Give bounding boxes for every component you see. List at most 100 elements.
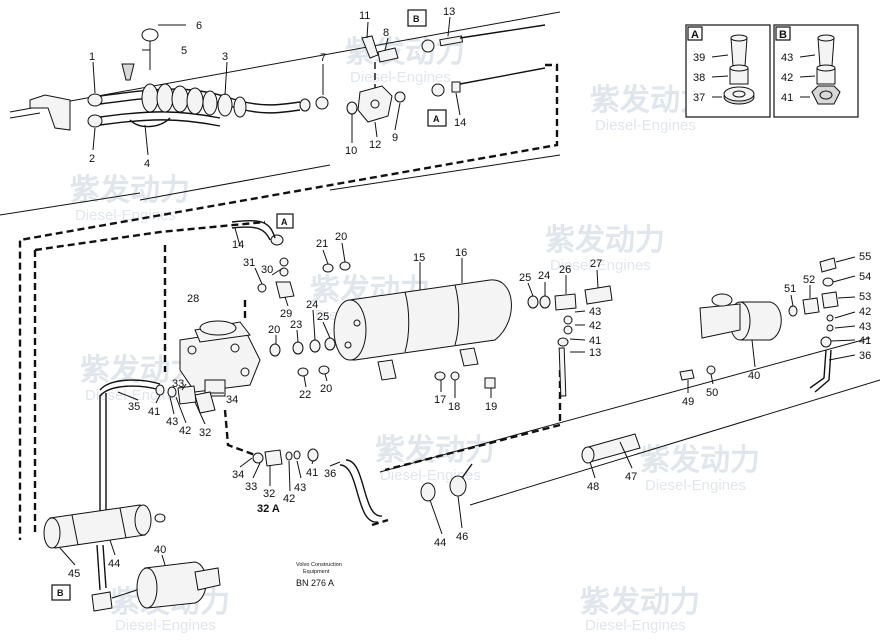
part-label: 16 bbox=[455, 247, 467, 259]
part-label: 53 bbox=[859, 291, 871, 303]
part-label: 23 bbox=[290, 319, 302, 331]
part-label: 39 bbox=[693, 52, 705, 64]
part-label: 43 bbox=[859, 321, 871, 333]
part-label: 8 bbox=[383, 27, 389, 39]
part-label: 19 bbox=[485, 401, 497, 413]
part-label: 40 bbox=[154, 544, 166, 556]
tank-bracket bbox=[459, 347, 479, 367]
part-label: 4 bbox=[144, 158, 150, 170]
bolt bbox=[434, 371, 446, 381]
detail-box-b: B 43 42 41 bbox=[773, 24, 859, 118]
watermark-cn: 紫发动力 bbox=[545, 223, 665, 258]
watermark-cn: 紫发动力 bbox=[70, 173, 190, 208]
part-label: 12 bbox=[369, 139, 381, 151]
middle-fittings bbox=[231, 219, 613, 397]
reservoir-cap bbox=[711, 293, 733, 307]
brake-chamber bbox=[739, 301, 782, 341]
part-label: 3 bbox=[222, 51, 228, 63]
dashed-hoses bbox=[18, 63, 562, 540]
hose bbox=[99, 119, 221, 127]
part-label: 36 bbox=[324, 468, 336, 480]
dashed-hose bbox=[223, 409, 256, 457]
valve-cover bbox=[199, 320, 237, 336]
elbow-fitting bbox=[177, 385, 197, 405]
part-label: 5 bbox=[181, 45, 187, 57]
hose bbox=[345, 459, 383, 517]
part-label: 38 bbox=[693, 72, 705, 84]
nut bbox=[421, 39, 435, 53]
frame-line bbox=[9, 112, 41, 119]
part-label: 26 bbox=[559, 264, 571, 276]
part-label: 55 bbox=[859, 251, 871, 263]
valve-assembly bbox=[179, 320, 261, 414]
nut bbox=[820, 336, 832, 348]
nut bbox=[431, 83, 445, 97]
left-lower-assembly bbox=[43, 379, 221, 612]
dashed-hose bbox=[34, 220, 266, 252]
detail-box-a: A 39 38 37 bbox=[685, 24, 771, 118]
part-label: 41 bbox=[306, 467, 318, 479]
part-label: 42 bbox=[781, 72, 793, 84]
frame-line bbox=[469, 379, 881, 506]
part-label: 1 bbox=[89, 51, 95, 63]
dashed-hose bbox=[18, 63, 559, 540]
part-label: 2 bbox=[89, 153, 95, 165]
elbow-fitting bbox=[264, 449, 283, 467]
part-label: 24 bbox=[306, 299, 318, 311]
watermark-en: Diesel-Engines bbox=[350, 69, 451, 86]
ref-marker-b bbox=[407, 9, 427, 27]
bolt bbox=[679, 369, 695, 381]
ref-marker-label: A bbox=[281, 217, 288, 227]
tee-fitting bbox=[554, 293, 577, 311]
sleeve bbox=[451, 81, 461, 93]
drawing-number: BN 276 A bbox=[296, 578, 334, 588]
ref-marker-label: B bbox=[413, 14, 420, 24]
part-label: 41 bbox=[589, 335, 601, 347]
washer bbox=[822, 277, 834, 287]
washer bbox=[346, 101, 358, 115]
clamp bbox=[420, 482, 436, 502]
check-valve bbox=[584, 285, 613, 305]
part-label: 15 bbox=[413, 252, 425, 264]
union-fitting bbox=[87, 93, 103, 107]
washer bbox=[450, 371, 460, 381]
part-label: 42 bbox=[859, 306, 871, 318]
pipe bbox=[96, 544, 101, 591]
part-label: 43 bbox=[166, 416, 178, 428]
part-label: 42 bbox=[283, 493, 295, 505]
part-label: 11 bbox=[359, 10, 370, 22]
watermark-en: Diesel-Engines bbox=[380, 467, 481, 484]
watermark-en: Diesel-Engines bbox=[595, 117, 696, 134]
filter-insert bbox=[817, 37, 835, 67]
part-label: 42 bbox=[179, 425, 191, 437]
detail-title: A bbox=[691, 29, 699, 41]
part-label-32a: 32 A bbox=[257, 503, 280, 515]
part-number-labels: 1 2 3 4 5 6 7 8 9 10 11 12 13 14 14 31 3… bbox=[68, 6, 871, 580]
part-label: 9 bbox=[392, 132, 398, 144]
washer bbox=[309, 339, 321, 353]
part-label: 17 bbox=[434, 394, 446, 406]
nut bbox=[539, 295, 551, 309]
pipe bbox=[558, 347, 567, 397]
part-label: 47 bbox=[625, 471, 637, 483]
part-label: 27 bbox=[590, 258, 602, 270]
top-assembly bbox=[29, 24, 546, 131]
part-label: 34 bbox=[232, 469, 244, 481]
part-label: 32 bbox=[263, 488, 275, 500]
nut bbox=[307, 448, 319, 462]
air-tank-assembly bbox=[333, 279, 512, 381]
washer bbox=[706, 365, 716, 375]
part-label: 21 bbox=[316, 238, 328, 250]
washer bbox=[788, 305, 798, 317]
frame-line bbox=[329, 154, 561, 191]
drawing-caption: Volvo Construction Equipment BN 276 A bbox=[296, 562, 342, 588]
detail-title: B bbox=[779, 29, 787, 41]
part-label: 43 bbox=[781, 52, 793, 64]
master-cylinder bbox=[194, 567, 221, 591]
tie-holder bbox=[121, 63, 135, 81]
part-label: 49 bbox=[682, 396, 694, 408]
hose bbox=[99, 379, 161, 391]
clamp bbox=[449, 475, 467, 497]
part-label: 43 bbox=[589, 306, 601, 318]
